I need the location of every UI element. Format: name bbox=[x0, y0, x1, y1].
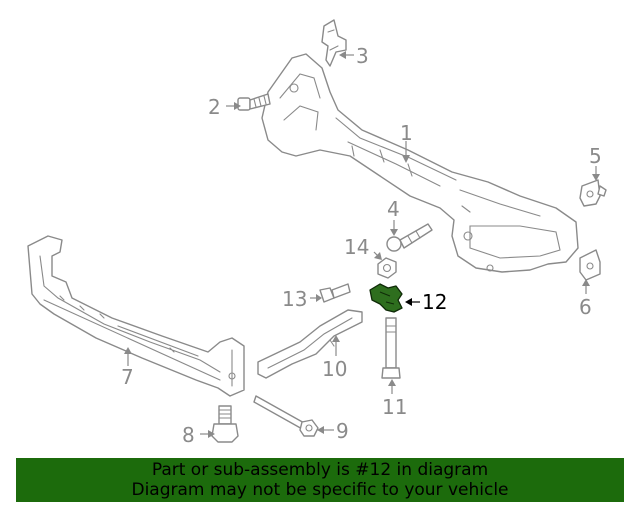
callout-7: 7 bbox=[121, 365, 134, 389]
part-5-bracket[interactable] bbox=[579, 179, 607, 207]
callout-9: 9 bbox=[336, 419, 349, 443]
part-6-bracket[interactable] bbox=[579, 249, 601, 281]
part-14-nut[interactable] bbox=[377, 257, 397, 279]
part-1-crossmember[interactable] bbox=[261, 53, 579, 273]
info-banner: Part or sub-assembly is #12 in diagram D… bbox=[16, 458, 624, 502]
banner-line-1: Part or sub-assembly is #12 in diagram bbox=[151, 460, 489, 480]
callout-6: 6 bbox=[579, 295, 592, 319]
callout-5: 5 bbox=[589, 144, 602, 168]
leader-lines bbox=[124, 51, 600, 438]
callout-13: 13 bbox=[282, 287, 307, 311]
callout-3: 3 bbox=[356, 44, 369, 68]
callout-12: 12 bbox=[422, 290, 447, 314]
part-12-bracket-highlighted[interactable] bbox=[369, 283, 403, 313]
part-9-long-bolt[interactable] bbox=[253, 395, 319, 437]
banner-line-2: Diagram may not be specific to your vehi… bbox=[131, 480, 509, 500]
part-11-vertical-bolt[interactable] bbox=[381, 317, 401, 379]
callout-labels: 1 2 3 4 5 6 7 8 9 10 11 12 13 14 bbox=[121, 44, 602, 447]
callout-4: 4 bbox=[387, 197, 400, 221]
part-13-bolt[interactable] bbox=[319, 283, 351, 303]
part-4-bolt[interactable] bbox=[386, 223, 433, 252]
callout-8: 8 bbox=[182, 423, 195, 447]
part-3-bracket[interactable] bbox=[321, 19, 347, 67]
callout-11: 11 bbox=[382, 395, 407, 419]
callout-2: 2 bbox=[208, 95, 221, 119]
part-10-bracket-arm[interactable] bbox=[257, 309, 363, 379]
part-2-bolt[interactable] bbox=[237, 93, 271, 111]
callout-1: 1 bbox=[400, 121, 413, 145]
callout-14: 14 bbox=[344, 235, 369, 259]
callout-10: 10 bbox=[322, 357, 347, 381]
part-7-tie-bar[interactable] bbox=[27, 235, 245, 397]
part-8-stud[interactable] bbox=[211, 405, 239, 443]
